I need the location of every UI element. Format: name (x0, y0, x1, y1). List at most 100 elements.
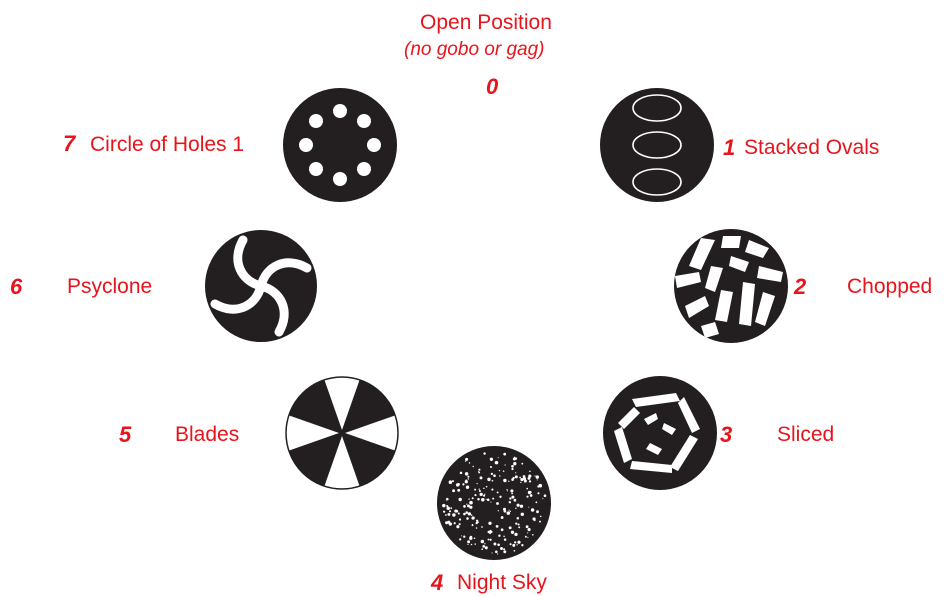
star-dot (513, 462, 516, 465)
star-dot (465, 511, 468, 514)
star-dot (483, 488, 484, 489)
star-dot (488, 531, 491, 534)
star-dot (471, 514, 472, 515)
slot-2-number: 2 (794, 276, 806, 298)
star-dot (491, 473, 493, 475)
star-dot (463, 513, 466, 516)
open-position-title: Open Position (420, 12, 552, 33)
star-dot (471, 516, 474, 519)
star-dot (504, 538, 507, 541)
sliced-gobo-icon (600, 373, 720, 493)
star-dot (458, 513, 460, 515)
star-dot (479, 489, 480, 490)
star-dot (472, 524, 473, 525)
star-dot (491, 489, 493, 491)
star-dot (471, 544, 473, 546)
slot-4-label: Night Sky (457, 572, 547, 593)
star-dot (507, 511, 511, 514)
star-dot (508, 510, 509, 511)
star-dot (503, 470, 505, 472)
star-dot (442, 504, 445, 507)
star-dot (503, 548, 505, 550)
open-position-subtitle: (no gobo or gag) (404, 40, 545, 59)
star-dot (535, 501, 537, 503)
star-dot (531, 508, 534, 511)
star-dot (499, 475, 500, 476)
star-dot (514, 499, 517, 502)
slot-7-label: Circle of Holes 1 (90, 134, 244, 155)
star-dot (468, 512, 471, 515)
star-dot (466, 486, 469, 489)
star-dot (515, 508, 516, 509)
star-dot (449, 510, 451, 512)
star-dot (477, 483, 478, 484)
star-dot (515, 475, 518, 478)
star-dot (510, 511, 511, 512)
slot-6-label: Psyclone (67, 276, 152, 297)
star-dot (446, 499, 448, 501)
star-dot (521, 513, 524, 516)
star-dot (511, 496, 514, 499)
star-dot (519, 477, 521, 479)
star-dot (465, 458, 468, 461)
star-dot (509, 497, 511, 499)
star-dot (505, 464, 506, 465)
star-dot (459, 538, 461, 540)
star-dot (481, 548, 483, 550)
star-dot (512, 477, 514, 479)
star-dot (468, 498, 469, 499)
star-dot (499, 496, 501, 498)
star-dot (529, 480, 531, 482)
blades-gobo-icon (282, 373, 402, 493)
star-dot (526, 488, 528, 490)
star-dot (514, 533, 517, 536)
star-dot (469, 537, 472, 540)
star-dot (454, 509, 457, 512)
star-dot (498, 457, 499, 458)
star-dot (459, 523, 461, 525)
slot-3-number: 3 (720, 424, 732, 446)
star-dot (509, 526, 512, 529)
star-dot (511, 531, 514, 534)
star-dot (516, 544, 517, 545)
star-dot (517, 541, 520, 544)
star-dot (467, 540, 470, 543)
star-dot (503, 536, 504, 537)
star-dot (480, 493, 483, 496)
star-dot (482, 545, 485, 548)
star-dot (490, 466, 492, 468)
star-dot (483, 452, 485, 454)
star-dot (467, 544, 468, 545)
open-position-number: 0 (486, 76, 498, 98)
slot-1-label: Stacked Ovals (744, 137, 879, 158)
star-dot (539, 521, 541, 523)
star-dot (449, 480, 453, 484)
star-dot (483, 495, 485, 497)
star-dot (490, 531, 493, 534)
star-dot (467, 504, 470, 507)
star-dot (454, 522, 456, 524)
star-dot (474, 494, 476, 496)
star-dot (484, 494, 485, 495)
star-dot (476, 527, 478, 529)
star-dot (514, 541, 516, 543)
star-dot (481, 540, 485, 544)
star-dot (460, 472, 463, 475)
slot-6-number: 6 (10, 276, 22, 298)
stacked-ovals-gobo-icon (597, 85, 717, 205)
star-dot (465, 461, 466, 462)
star-dot (528, 507, 529, 508)
slot-5-number: 5 (119, 424, 131, 446)
slot-4-number: 4 (431, 572, 443, 594)
star-dot (477, 498, 479, 500)
star-dot (523, 475, 526, 478)
star-dot (450, 507, 452, 509)
star-dot (536, 510, 539, 513)
star-dot (501, 516, 504, 519)
star-dot (466, 517, 469, 520)
star-dot (469, 501, 473, 505)
star-dot (449, 522, 452, 525)
star-dot (463, 505, 466, 508)
star-dot (468, 478, 469, 479)
star-dot (542, 498, 543, 499)
